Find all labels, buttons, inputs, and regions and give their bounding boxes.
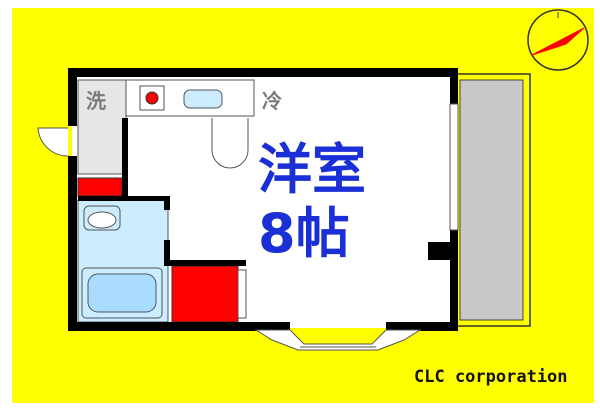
closet-door: [237, 269, 247, 319]
washer-space: [77, 79, 127, 175]
closet-main: [171, 265, 239, 323]
kitchen-door-swing: [211, 118, 249, 169]
compass-north-arrow-icon: [527, 9, 589, 71]
toilet-icon: [83, 205, 121, 231]
closet-small: [77, 177, 123, 197]
sink-icon: [183, 89, 223, 109]
balcony-window: [449, 103, 459, 231]
bathtub-icon: [81, 267, 163, 319]
washer-label: 洗: [86, 89, 106, 113]
room-size-label: 8帖: [258, 202, 350, 265]
room-type-label: 洋室: [258, 138, 366, 201]
stove-burner-icon: [139, 85, 165, 111]
company-name: CLC corporation: [414, 367, 568, 387]
balcony-floor: [459, 79, 524, 321]
entrance-door: [37, 127, 69, 157]
fridge-label: 冷: [262, 89, 282, 113]
walls: [68, 68, 458, 331]
bay-window: [254, 329, 422, 351]
